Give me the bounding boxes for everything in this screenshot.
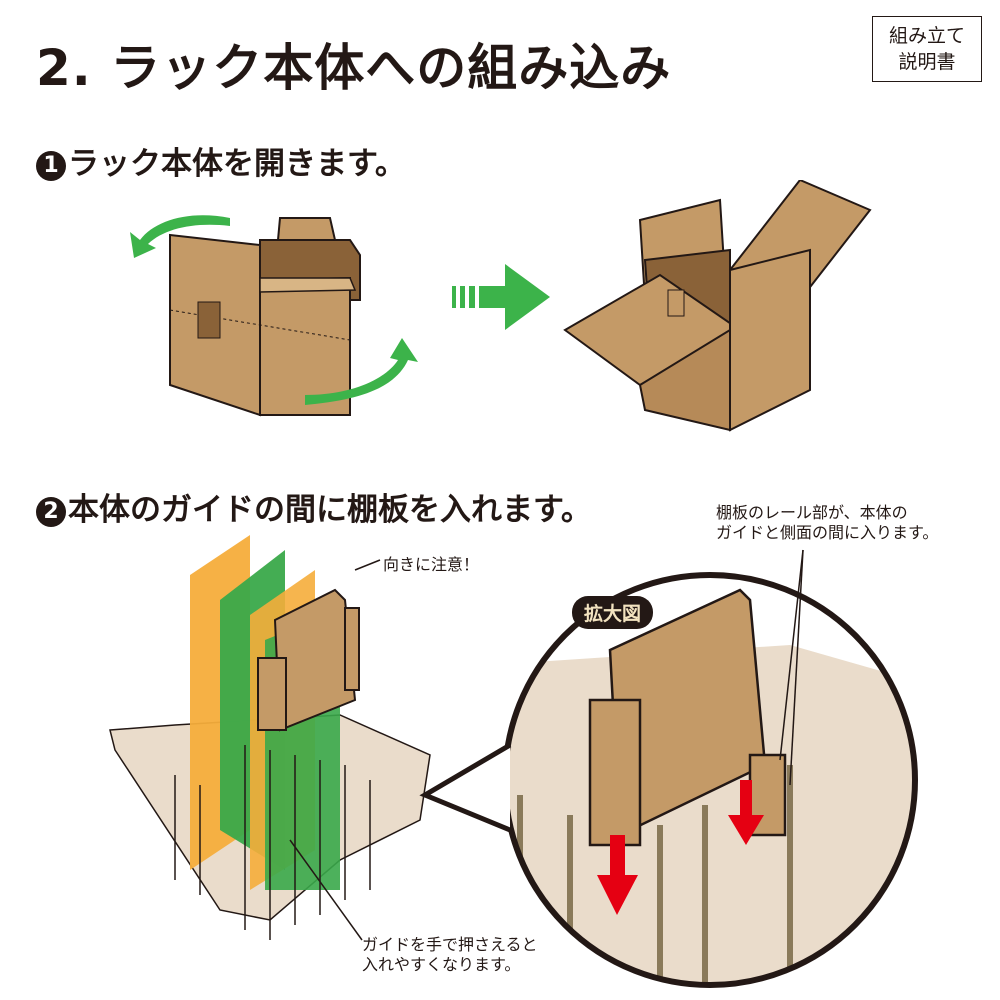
badge-line-2: 説明書 <box>898 51 956 73</box>
zoom-detail-illustration <box>419 549 918 988</box>
step-text: ラック本体を開きます。 <box>68 146 406 182</box>
page-title: 2. ラック本体への組み込み <box>36 39 672 97</box>
next-arrow-icon <box>452 264 550 330</box>
orientation-note: 向きに注意！ <box>383 555 480 574</box>
shelf-insert-illustration <box>109 535 431 941</box>
zoom-label: 拡大図 <box>572 596 654 629</box>
rotate-arrow-icon <box>130 215 230 258</box>
rail-note-line-2: ガイドと側面の間に入ります。 <box>716 523 939 542</box>
open-box-illustration <box>563 180 872 432</box>
step-number: 2 <box>36 496 66 527</box>
manual-badge: 組み立て 説明書 <box>872 16 982 82</box>
badge-line-1: 組み立て <box>888 25 965 47</box>
step-text: 本体のガイドの間に棚板を入れます。 <box>68 492 592 528</box>
step-number: 1 <box>36 150 66 181</box>
guide-note-line-1: ガイドを手で押さえると <box>362 935 538 954</box>
down-arrow-icon <box>728 780 764 845</box>
rail-note: 棚板のレール部が、本体の ガイドと側面の間に入ります。 <box>716 503 938 543</box>
rotate-arrow-icon <box>305 338 418 405</box>
rail-note-line-1: 棚板のレール部が、本体の <box>716 503 908 522</box>
closed-box-illustration <box>130 215 418 417</box>
down-arrow-icon <box>597 835 638 915</box>
guide-note: ガイドを手で押さえると 入れやすくなります。 <box>362 935 538 975</box>
guide-note-line-2: 入れやすくなります。 <box>362 955 521 974</box>
